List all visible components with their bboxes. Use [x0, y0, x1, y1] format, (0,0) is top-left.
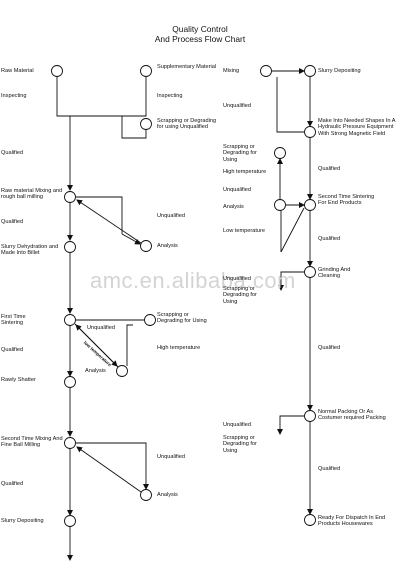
node-second-sintering — [304, 199, 316, 211]
conn-analysis1-back — [76, 199, 142, 244]
label-scrapping-2: Scrapping or Degrading for Using — [157, 312, 207, 325]
conn-mix-analysis — [121, 233, 141, 245]
label-packing: Normal Packing Or As Costumer required P… — [318, 409, 386, 422]
conn-sm-right — [76, 442, 149, 490]
node-packing — [304, 410, 316, 422]
label-mixing: Mixing — [223, 68, 240, 74]
label-scrapping-r1: Scrapping or Degrading for Using — [223, 144, 257, 163]
conn-raw-down — [56, 77, 70, 117]
label-shapes: Make Into Needed Shapes In A Hydraulic P… — [318, 118, 396, 137]
conn-an2-back — [75, 324, 119, 368]
label-grinding: Grinding And Cleaning — [318, 267, 351, 280]
label-unqualified-2: Unqualified — [87, 325, 115, 331]
title-line-2: And Process Flow Chart — [154, 33, 246, 44]
conn-loop-up — [276, 77, 304, 133]
label-unqualified-r2: Unqualified — [223, 187, 251, 193]
node-mixing-r — [260, 65, 272, 77]
label-scrapping-r3: Scrapping or Degrading for Using — [223, 435, 257, 454]
node-rawly-shatter — [64, 376, 76, 388]
label-unqualified-r4: Unqualified — [223, 422, 251, 428]
node-second-mixing — [64, 437, 76, 449]
label-analysis-2: Analysis — [85, 368, 106, 374]
conn-an3-back — [76, 446, 142, 493]
conn-grind-left — [278, 271, 304, 291]
label-qualified-1: Qualified — [1, 150, 24, 156]
label-high-temperature-r: High temperature — [223, 169, 267, 175]
title-line-1: Quality Control — [172, 24, 228, 34]
conn-low-temp — [280, 207, 305, 253]
node-dispatch — [304, 514, 316, 526]
node-scrapping-1 — [140, 118, 152, 130]
label-qualified-2: Qualified — [1, 219, 24, 225]
conn-scrap1-box — [121, 116, 147, 139]
node-analysis-r — [274, 199, 286, 211]
flow-nodes — [51, 65, 316, 527]
node-mixing — [64, 191, 76, 203]
node-slurry-left — [64, 515, 76, 527]
chart-title: Quality Control And Process Flow Chart — [120, 24, 280, 44]
label-high-temperature: High temperature — [157, 345, 201, 351]
label-dehydration: Slurry Dehydration and Made Into Billet — [1, 244, 59, 257]
label-raw-material: Raw Material — [1, 68, 34, 74]
node-slurry-r — [304, 65, 316, 77]
label-inspecting-1: Inspecting — [1, 93, 27, 99]
label-qualified-r4: Qualified — [318, 466, 341, 472]
node-shapes — [304, 126, 316, 138]
label-unqualified-r3: Unqualified — [223, 276, 251, 282]
node-scrapping-2 — [144, 314, 156, 326]
label-mixing-milling: Raw material Mixing and rough ball milli… — [1, 188, 63, 201]
flow-connectors — [56, 68, 313, 561]
label-second-sintering: Second Time Sintering For End Products — [318, 194, 375, 207]
label-rawly-shatter: Rawly Shatter — [1, 377, 36, 383]
conn-pack-left — [277, 415, 304, 435]
label-unqualified-1: Unqualified — [157, 213, 185, 219]
label-qualified-3: Qualified — [1, 347, 24, 353]
conn-mix-right — [76, 196, 123, 234]
label-first-sintering: First Time Sintering — [1, 314, 26, 327]
label-scrapping-1: Scrapping or Degrading for using Unquali… — [157, 118, 217, 131]
node-analysis-3 — [140, 489, 152, 501]
node-dehydration — [64, 241, 76, 253]
label-unqualified-3: Unqualified — [157, 454, 185, 460]
label-low-temperature-r: Low temperature — [223, 228, 265, 234]
conn-an2-up — [126, 324, 133, 366]
label-unqualified-r1: Unqualified — [223, 103, 251, 109]
label-analysis-1: Analysis — [157, 243, 178, 249]
label-inspecting-2: Inspecting — [157, 93, 183, 99]
label-qualified-r2: Qualified — [318, 236, 341, 242]
label-analysis-r: Analysis — [223, 204, 244, 210]
label-analysis-3: Analysis — [157, 492, 178, 498]
label-second-mixing: Second Time Mixing And Fine Ball Milling — [1, 436, 63, 449]
node-analysis-1 — [140, 240, 152, 252]
label-supplementary-material: Supplementary Material — [157, 64, 217, 70]
label-qualified-r3: Qualified — [318, 345, 341, 351]
label-dispatch: Ready For Dispatch In End Products House… — [318, 515, 386, 528]
node-supplementary — [140, 65, 152, 77]
label-scrapping-r2: Scrapping or Degrading for Using — [223, 286, 257, 305]
watermark-text: amc.en.alibaba.com — [90, 268, 296, 293]
label-slurry-depositing-left: Slurry Depositing — [1, 518, 44, 524]
node-first-sintering — [64, 314, 76, 326]
conn-supp-down — [70, 77, 147, 117]
node-analysis-2 — [116, 365, 128, 377]
node-grinding — [304, 266, 316, 278]
node-raw-material — [51, 65, 63, 77]
label-slurry-depositing-right: Slurry Depositing — [318, 68, 361, 74]
label-qualified-r1: Qualified — [318, 166, 341, 172]
node-scrapping-r1 — [274, 147, 286, 159]
label-qualified-4: Qualified — [1, 481, 24, 487]
